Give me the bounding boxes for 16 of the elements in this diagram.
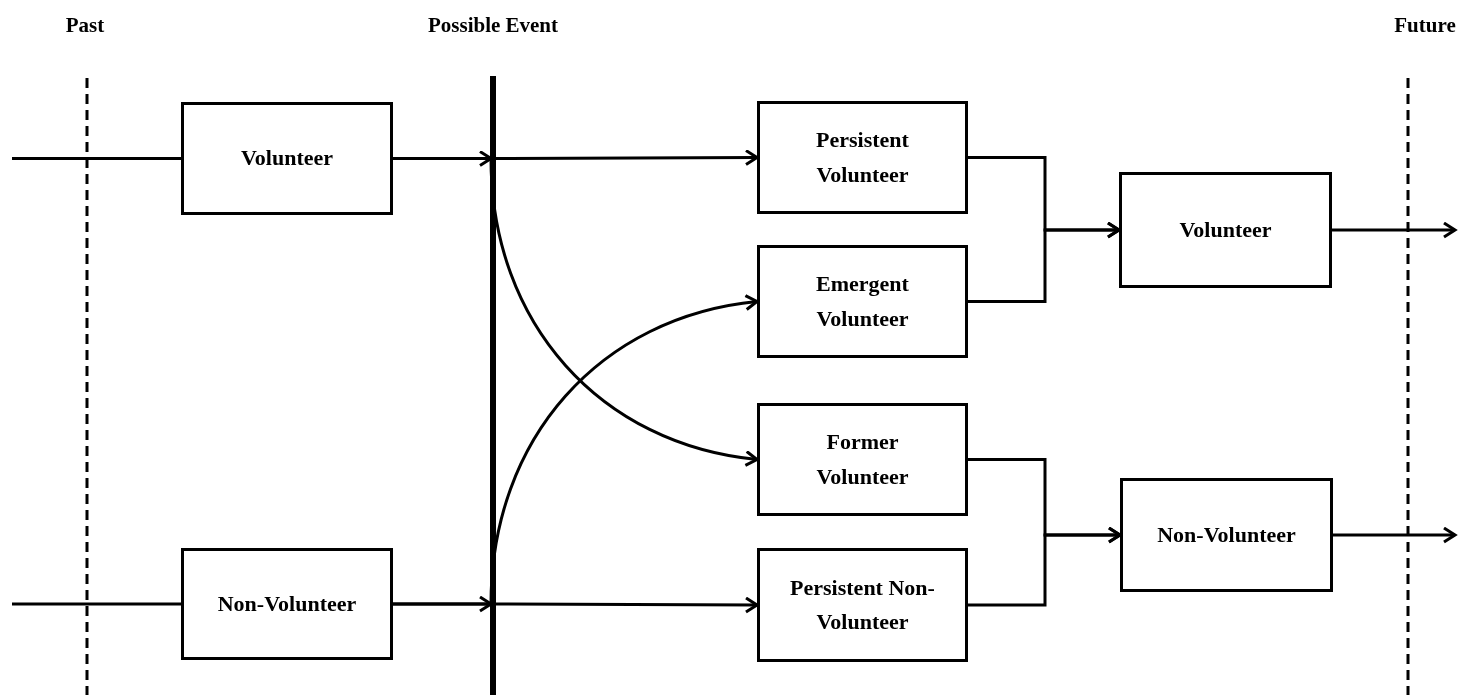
state-box: Volunteer [1119,172,1332,288]
state-box: Persistent Non-Volunteer [757,548,968,662]
timeline-label: Past [65,12,105,39]
state-box: Non-Volunteer [1120,478,1333,592]
arrow [393,596,757,614]
state-box: Emergent Volunteer [757,245,968,358]
state-box: Volunteer [181,102,393,215]
arrow [1333,526,1457,544]
timeline-label: Future [1394,12,1456,39]
state-box: Persistent Volunteer [757,101,968,214]
arrow [1332,221,1457,239]
arrow [968,221,1121,303]
state-box: Former Volunteer [757,403,968,516]
timeline-label: Possible Event [427,12,559,39]
state-box: Non-Volunteer [181,548,393,660]
arrow [968,526,1122,607]
